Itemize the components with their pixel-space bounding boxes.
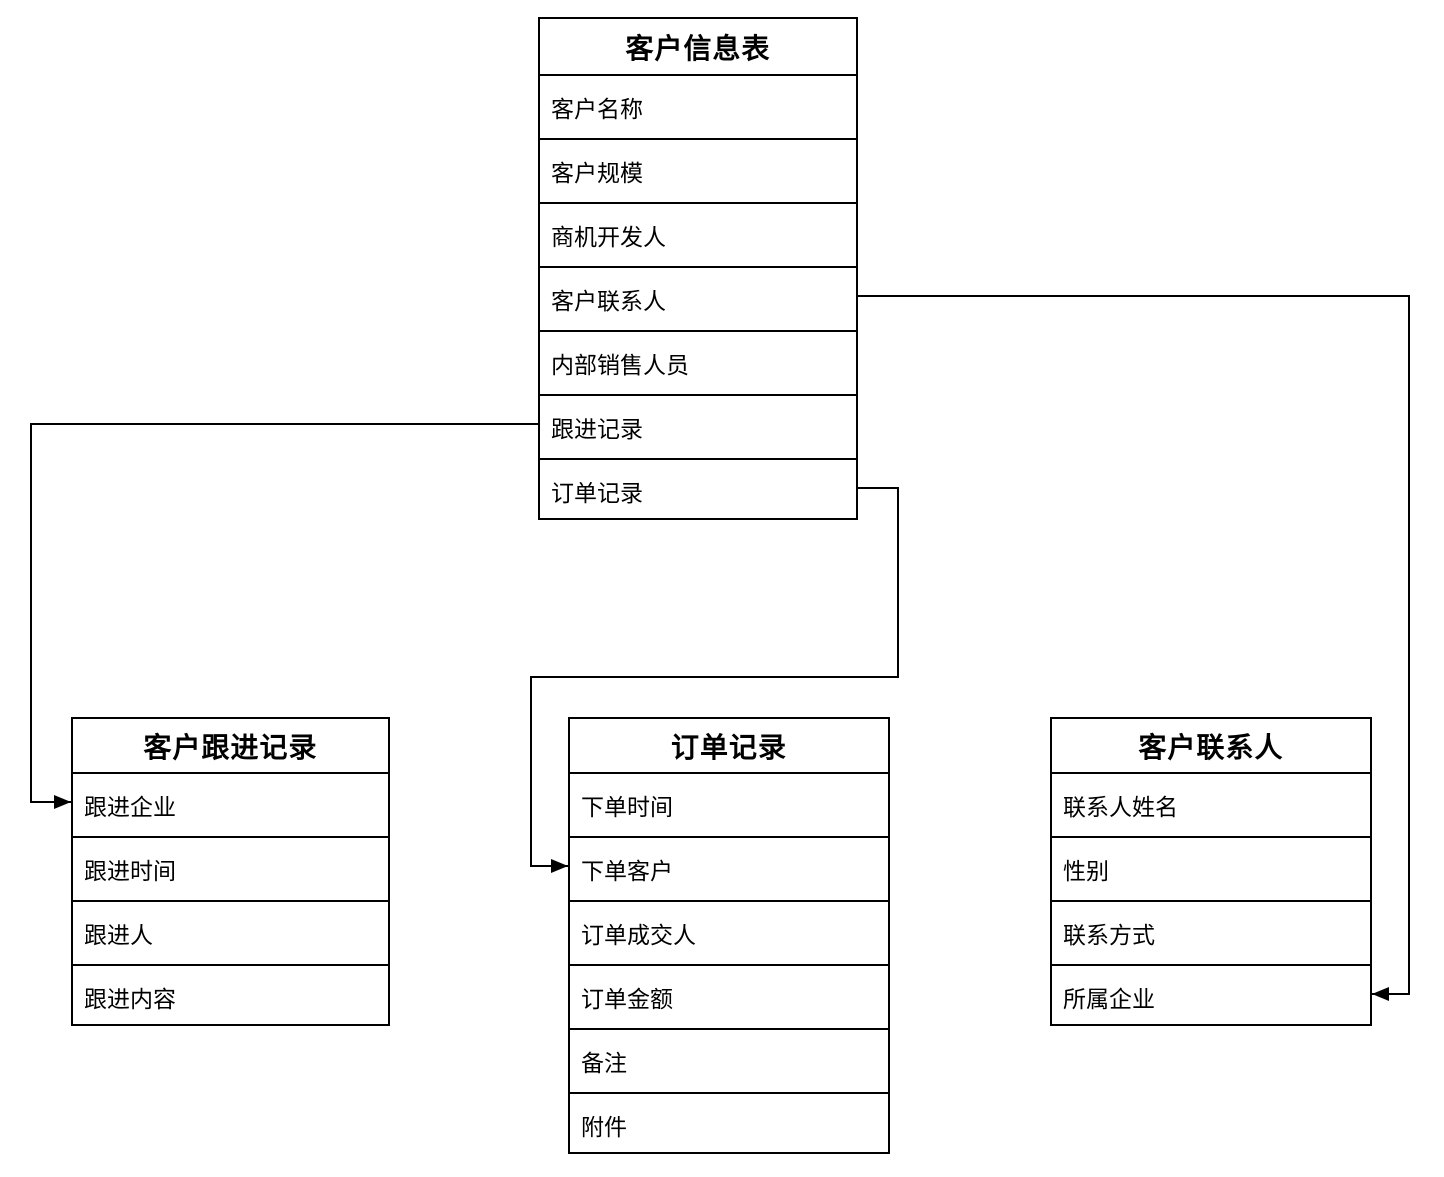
table-field-row-order-records-5: 附件: [570, 1092, 888, 1156]
table-rows-customer-info: 客户名称客户规模商机开发人客户联系人内部销售人员跟进记录订单记录: [540, 74, 856, 522]
table-field-row-order-records-2: 订单成交人: [570, 900, 888, 964]
table-field-row-customer-info-3: 客户联系人: [540, 266, 856, 330]
entity-table-order-records: 订单记录 下单时间下单客户订单成交人订单金额备注附件: [568, 717, 890, 1154]
table-field-row-customer-info-5: 跟进记录: [540, 394, 856, 458]
table-title-customer-follow-up: 客户跟进记录: [143, 731, 318, 763]
table-field-row-customer-info-4: 内部销售人员: [540, 330, 856, 394]
table-field-row-customer-info-6: 订单记录: [540, 458, 856, 522]
table-field-row-customer-follow-up-1: 跟进时间: [73, 836, 388, 900]
table-field-row-customer-info-1: 客户规模: [540, 138, 856, 202]
table-field-row-customer-info-0: 客户名称: [540, 74, 856, 138]
entity-table-customer-info: 客户信息表 客户名称客户规模商机开发人客户联系人内部销售人员跟进记录订单记录: [538, 17, 858, 520]
table-field-row-customer-contacts-0: 联系人姓名: [1052, 772, 1370, 836]
table-field-row-customer-contacts-1: 性别: [1052, 836, 1370, 900]
table-rows-order-records: 下单时间下单客户订单成交人订单金额备注附件: [570, 772, 888, 1156]
table-field-row-order-records-1: 下单客户: [570, 836, 888, 900]
entity-table-customer-follow-up: 客户跟进记录 跟进企业跟进时间跟进人跟进内容: [71, 717, 390, 1026]
table-rows-customer-contacts: 联系人姓名性别联系方式所属企业: [1052, 772, 1370, 1028]
table-field-row-customer-contacts-3: 所属企业: [1052, 964, 1370, 1028]
table-title-customer-contacts: 客户联系人: [1138, 731, 1284, 763]
table-rows-customer-follow-up: 跟进企业跟进时间跟进人跟进内容: [73, 772, 388, 1028]
table-title-customer-info: 客户信息表: [625, 32, 771, 64]
table-field-row-customer-follow-up-2: 跟进人: [73, 900, 388, 964]
arrowhead-icon: [551, 859, 568, 873]
entity-table-customer-contacts: 客户联系人 联系人姓名性别联系方式所属企业: [1050, 717, 1372, 1026]
table-field-row-order-records-4: 备注: [570, 1028, 888, 1092]
table-title-order-records: 订单记录: [670, 731, 787, 763]
table-field-row-order-records-3: 订单金额: [570, 964, 888, 1028]
table-field-row-customer-contacts-2: 联系方式: [1052, 900, 1370, 964]
table-field-row-customer-follow-up-0: 跟进企业: [73, 772, 388, 836]
arrowhead-icon: [54, 795, 71, 809]
table-field-row-customer-follow-up-3: 跟进内容: [73, 964, 388, 1028]
arrowhead-icon: [1372, 987, 1389, 1001]
table-field-row-customer-info-2: 商机开发人: [540, 202, 856, 266]
table-field-row-order-records-0: 下单时间: [570, 772, 888, 836]
